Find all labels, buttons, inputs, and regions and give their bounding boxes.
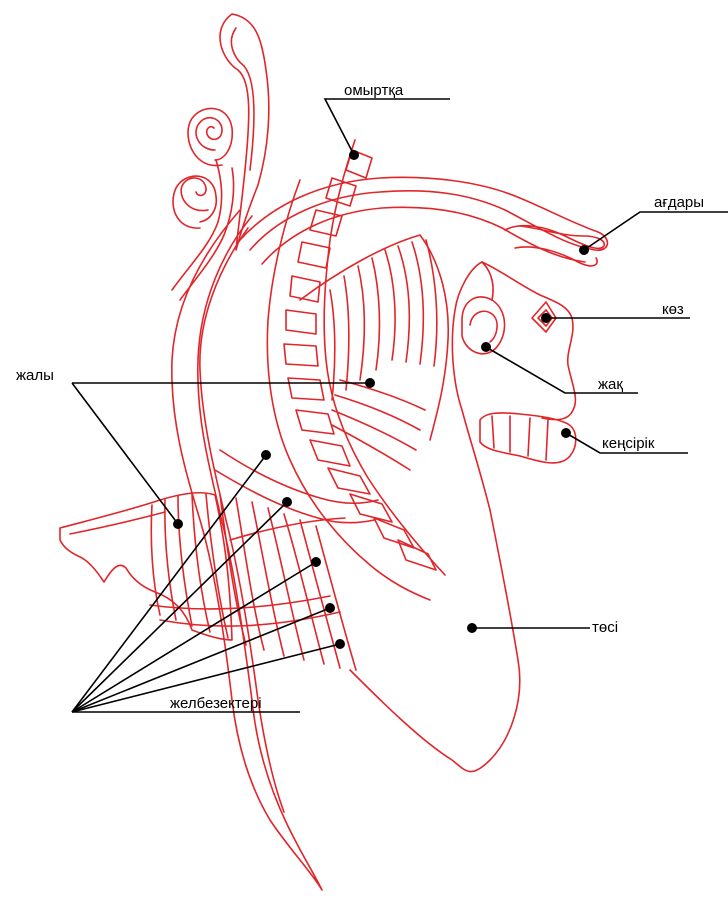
crest-top-inner xyxy=(231,28,254,170)
head-face xyxy=(482,262,575,420)
spine-segments xyxy=(284,150,436,570)
jaw-inner xyxy=(470,311,497,342)
head-rim-inner xyxy=(262,207,585,264)
jaw-line xyxy=(482,262,493,300)
label-koz: көз xyxy=(662,301,684,318)
crest-top xyxy=(220,14,269,250)
spiral-lower xyxy=(181,178,208,211)
spine-band-left xyxy=(267,180,430,600)
spiral-lower-outer xyxy=(173,176,216,228)
label-omyrtka: омыртқа xyxy=(344,82,404,99)
marker-zhelbezekteri xyxy=(72,450,345,712)
spiral-stem-2 xyxy=(180,168,234,300)
spiral-upper xyxy=(196,118,222,150)
label-zhelbezekteri: желбезектері xyxy=(170,695,262,712)
label-zhak: жақ xyxy=(598,376,623,393)
label-tosi: төсі xyxy=(592,619,618,636)
mane-hatch xyxy=(300,235,448,470)
labels: омыртқа ағдары көз жалы жақ кеңсірік төс… xyxy=(16,82,704,712)
marker-tosi xyxy=(467,623,590,633)
ornament-drawing xyxy=(60,14,607,890)
label-agdary: ағдары xyxy=(654,194,704,211)
marker-omyrtka xyxy=(325,99,450,160)
mouth-teeth xyxy=(492,416,548,460)
label-kenirik: кеңсірік xyxy=(602,435,655,452)
label-zhaly: жалы xyxy=(16,367,54,384)
